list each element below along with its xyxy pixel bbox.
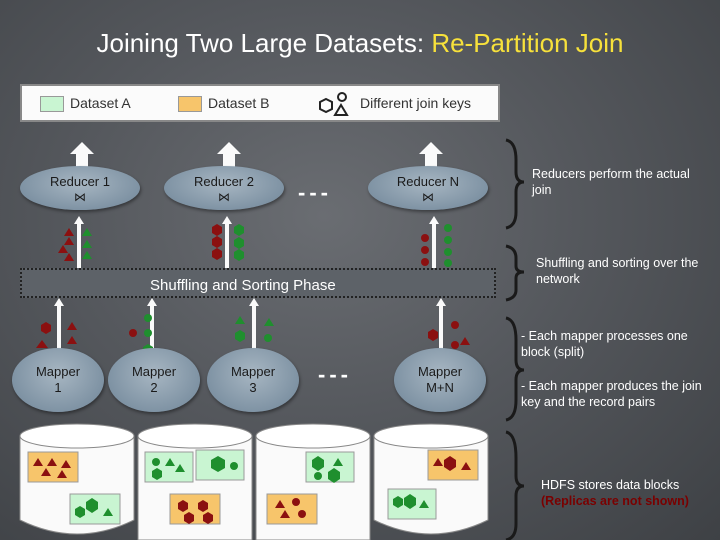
bracket-reducers	[505, 138, 525, 230]
reducer-1-pairs	[58, 228, 92, 261]
mapper-mn-label: Mapper	[417, 364, 463, 379]
reducer-n-output-arrow	[419, 142, 443, 168]
annotation-brackets	[505, 138, 525, 540]
mapper-mn-output	[428, 321, 470, 349]
reducer-2-label: Reducer 2	[194, 174, 254, 189]
mapper-mn-arrow	[436, 298, 446, 360]
bracket-mappers	[505, 316, 525, 422]
hdfs-block-records	[33, 456, 471, 524]
reducer-n-join-icon: ⋈	[422, 190, 434, 204]
title-main: Joining Two Large Datasets:	[96, 28, 432, 58]
bracket-hdfs	[505, 430, 525, 540]
reducer-2-pairs	[212, 224, 244, 261]
annotation-hdfs-note: (Replicas are not shown)	[541, 494, 689, 508]
reducer-1-output-arrow	[70, 142, 94, 168]
annotation-reducers: Reducers perform the actual join	[532, 167, 690, 197]
reducer-2-join-icon: ⋈	[218, 190, 230, 204]
reducer-1: Reducer 1 ⋈	[20, 166, 140, 210]
mapper-3-index: 3	[249, 380, 257, 395]
annotation-hdfs-text: HDFS stores data blocks	[541, 478, 680, 492]
shuffle-arrow-2	[222, 216, 232, 268]
legend-swatch-dataset-a	[40, 96, 64, 112]
bracket-shuffle	[505, 244, 525, 302]
mapper-mn-index: M+N	[426, 380, 454, 395]
join-keys-icon	[319, 92, 349, 116]
shuffle-arrow-3	[429, 216, 439, 268]
mapper-2-label: Mapper	[131, 364, 177, 379]
mapper-to-shuffle-arrows	[54, 298, 446, 360]
slide-title: Joining Two Large Datasets: Re-Partition…	[0, 28, 720, 59]
reducer-2: Reducer 2 ⋈	[164, 166, 284, 210]
annotation-mapper-pairs: - Each mapper produces the join key and …	[521, 379, 702, 409]
title-highlight: Re-Partition Join	[431, 28, 624, 58]
legend-label-join-keys: Different join keys	[360, 95, 472, 111]
mapper-1-index: 1	[54, 380, 62, 395]
mapper-1-output	[36, 322, 77, 348]
reducer-1-join-icon: ⋈	[74, 190, 86, 204]
legend: Dataset A Dataset B Different join keys	[20, 84, 500, 122]
mapper-3-output	[235, 316, 274, 342]
reducer-output-arrows	[70, 142, 443, 168]
legend-swatch-dataset-b	[178, 96, 202, 112]
reducer-1-label: Reducer 1	[50, 174, 110, 189]
mapper-2-arrow	[147, 298, 157, 360]
shuffle-phase-bar: Shuffling and Sorting Phase	[20, 268, 496, 298]
mapper-ellipsis: ---	[318, 362, 352, 387]
mapper-3-label: Mapper	[230, 364, 276, 379]
shuffle-arrow-1	[74, 216, 84, 268]
mapper-3-arrow	[249, 298, 259, 360]
legend-label-dataset-a: Dataset A	[70, 95, 131, 111]
mapper-2-index: 2	[150, 380, 158, 395]
reducer-n-pairs	[421, 224, 452, 267]
annotation-hdfs: HDFS stores data blocks (Replicas are no…	[541, 477, 716, 509]
annotation-shuffle: Shuffling and sorting over the network	[536, 256, 699, 286]
mapper-1-label: Mapper	[35, 364, 81, 379]
reducer-ellipsis: ---	[298, 180, 332, 205]
reducer-2-output-arrow	[217, 142, 241, 168]
annotation-mapper-split: - Each mapper processes one block (split…	[521, 329, 688, 359]
shuffle-phase-label: Shuffling and Sorting Phase	[150, 277, 336, 294]
reducer-n: Reducer N ⋈	[368, 166, 488, 210]
legend-label-dataset-b: Dataset B	[208, 95, 270, 111]
shuffle-to-reducer-arrows	[74, 216, 439, 268]
mapper-1-arrow	[54, 298, 64, 360]
reducer-n-label: Reducer N	[396, 174, 460, 189]
